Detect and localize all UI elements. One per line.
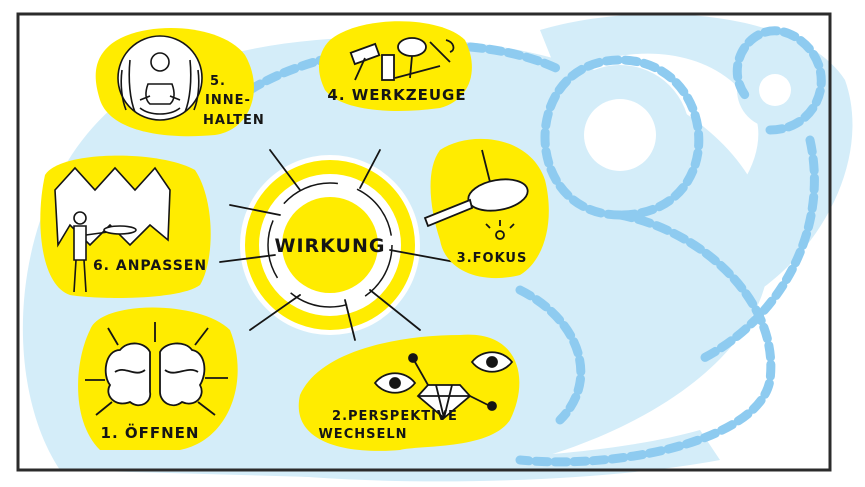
step-anpassen: 6. ANPASSEN: [40, 155, 211, 298]
step-fokus: 3.FOKUS: [423, 138, 549, 279]
radiating-lines-icon: [219, 149, 456, 341]
step-werkzeuge-label: 4. WERKZEUGE: [327, 86, 466, 104]
step-innehalten-label-2: INNE-: [205, 93, 251, 108]
step-innehalten: 5. INNE- HALTEN: [95, 28, 265, 137]
step-innehalten-label-3: HALTEN: [203, 113, 265, 128]
step-werkzeuge: 4. WERKZEUGE: [318, 21, 472, 111]
step-oeffnen-label: 1. ÖFFNEN: [101, 423, 200, 442]
person-tray-icon: [54, 166, 171, 293]
brain-icon: [85, 322, 228, 416]
meditation-icon: [117, 35, 203, 121]
step-perspektive: 2.PERSPEKTIVE WECHSELN: [298, 334, 520, 451]
eyes-diamond-icon: [373, 351, 514, 420]
step-perspektive-label-2: WECHSELN: [318, 427, 407, 442]
step-perspektive-label-1: 2.PERSPEKTIVE: [332, 409, 458, 424]
frame-border: [16, 12, 832, 472]
step-oeffnen: 1. ÖFFNEN: [78, 307, 238, 450]
center-label: WIRKUNG: [275, 235, 386, 257]
center-wirkung: WIRKUNG: [219, 149, 456, 341]
step-fokus-label: 3.FOKUS: [457, 251, 528, 266]
magnifier-icon: [423, 149, 529, 240]
step-innehalten-label-1: 5.: [210, 74, 226, 89]
dashed-paths: [245, 26, 826, 467]
tools-icon: [349, 37, 455, 81]
step-anpassen-label: 6. ANPASSEN: [93, 258, 207, 274]
